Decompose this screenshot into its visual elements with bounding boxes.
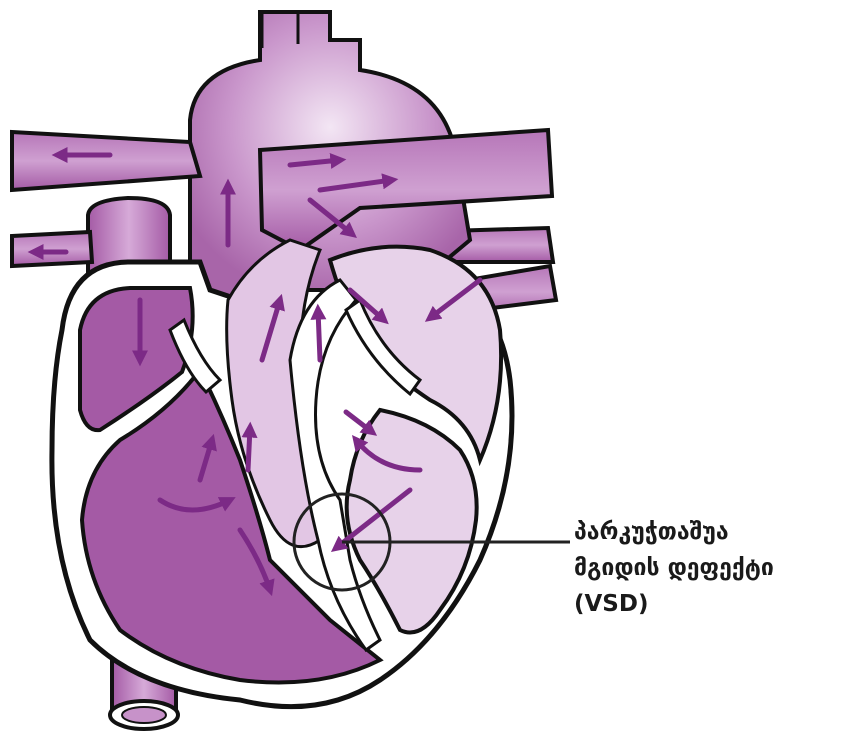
flow-arrow — [248, 428, 250, 470]
flow-arrow — [318, 310, 320, 360]
vsd-label: პარკუჭთაშუა მგიდის დეფექტი (VSD) — [574, 514, 850, 622]
vsd-label-line-3: (VSD) — [574, 586, 850, 622]
vsd-label-line-1: პარკუჭთაშუა — [574, 514, 850, 550]
vsd-label-line-2: მგიდის დეფექტი — [574, 550, 850, 586]
